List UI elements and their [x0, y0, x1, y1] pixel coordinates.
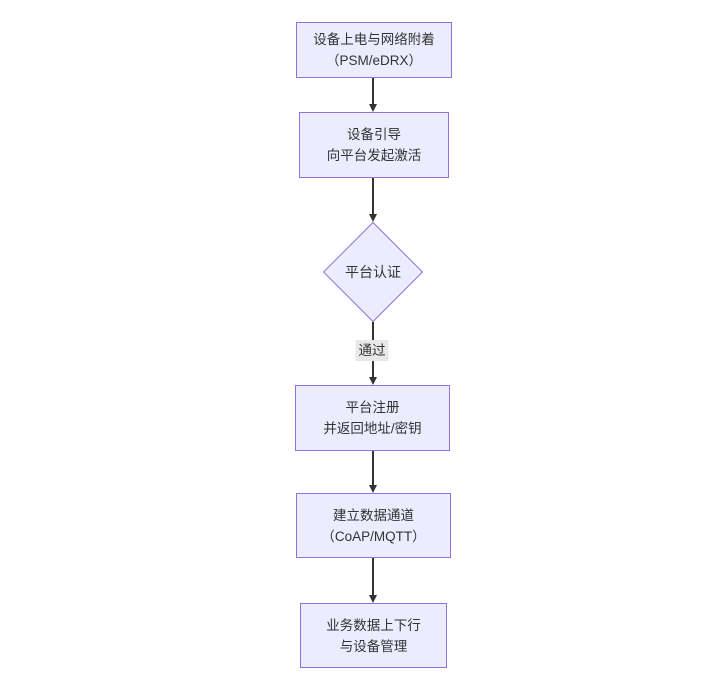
edge-line — [372, 558, 374, 595]
node-business-data: 业务数据上下行 与设备管理 — [300, 603, 447, 668]
node-data-channel: 建立数据通道 （CoAP/MQTT） — [296, 493, 451, 558]
node-device-bootstrap: 设备引导 向平台发起激活 — [299, 112, 449, 178]
node-platform-register: 平台注册 并返回地址/密钥 — [295, 385, 450, 451]
node-label-line: 向平台发起激活 — [326, 148, 422, 163]
node-label-line: 设备上电与网络附着 — [313, 32, 435, 47]
edge-line — [372, 178, 374, 214]
node-label-line: 并返回地址/密钥 — [323, 421, 422, 436]
edge-line — [372, 78, 374, 104]
node-label-line: 平台认证 — [345, 264, 401, 280]
arrowhead-down-icon — [369, 485, 377, 493]
node-label-line: 设备引导 — [347, 127, 401, 142]
edge-line — [372, 451, 374, 485]
node-label-line: 建立数据通道 — [333, 507, 414, 523]
decision-platform-auth: 平台认证 — [322, 221, 424, 323]
arrowhead-down-icon — [369, 214, 377, 222]
node-label-line: （PSM/eDRX） — [325, 53, 423, 68]
node-label-line: 业务数据上下行 — [326, 617, 421, 633]
arrowhead-down-icon — [369, 104, 377, 112]
node-device-power-attach: 设备上电与网络附着 （PSM/eDRX） — [296, 22, 452, 78]
node-label-line: 与设备管理 — [339, 638, 408, 654]
arrowhead-down-icon — [369, 595, 377, 603]
edge-label-pass: 通过 — [355, 340, 389, 361]
arrowhead-down-icon — [369, 377, 377, 385]
node-label-line: （CoAP/MQTT） — [321, 528, 426, 544]
node-label-line: 平台注册 — [345, 400, 400, 415]
